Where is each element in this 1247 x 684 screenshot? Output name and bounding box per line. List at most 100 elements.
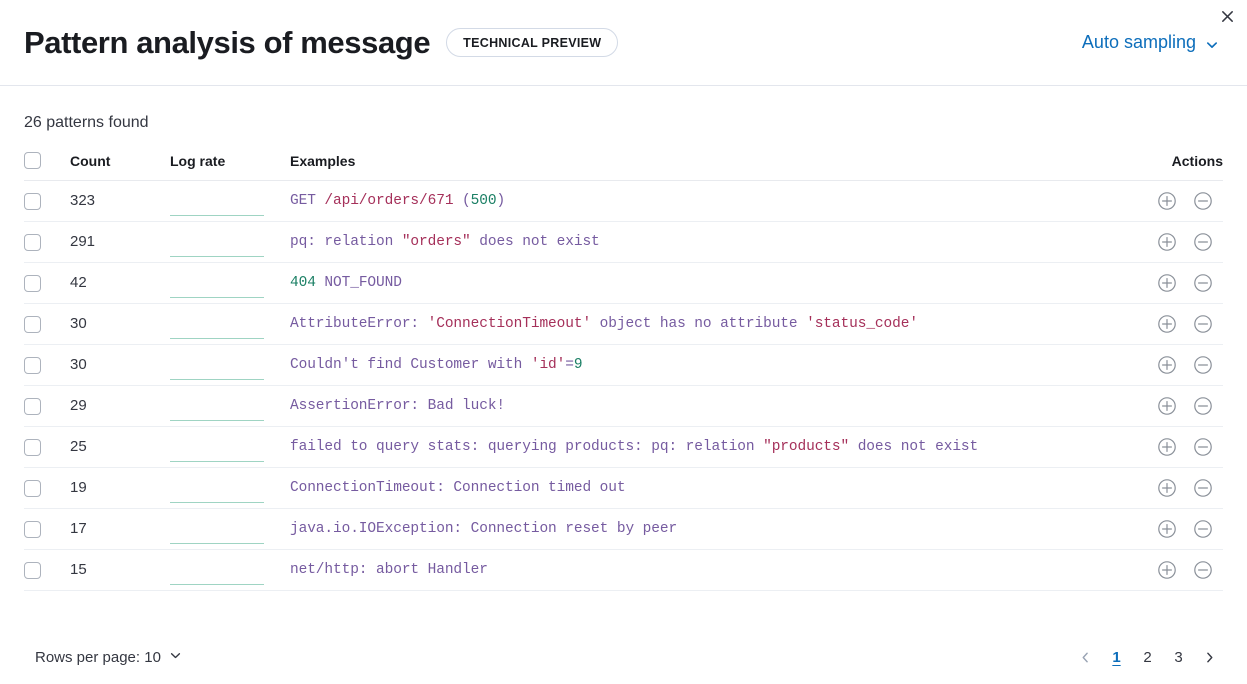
table-row[interactable]: 19 ConnectionTimeout: Connection timed ou… [24, 467, 1223, 509]
table-row[interactable]: 323 GET /api/orders/671 (500) [24, 180, 1223, 222]
log-rate-sparkline [170, 555, 264, 585]
pattern-example-text: GET /api/orders/671 (500) [290, 193, 1113, 209]
minus-in-circle-icon[interactable] [1193, 232, 1213, 252]
row-actions-cell [1113, 344, 1223, 386]
row-example-cell: 404 NOT_FOUND [290, 262, 1113, 304]
row-actions-cell [1113, 385, 1223, 427]
row-count-cell: 30 [70, 303, 170, 345]
plus-in-circle-icon[interactable] [1157, 314, 1177, 334]
table-row[interactable]: 42 404 NOT_FOUND [24, 262, 1223, 304]
row-checkbox[interactable] [24, 520, 41, 538]
pagination-page-2[interactable]: 2 [1143, 648, 1152, 666]
table-row[interactable]: 30 AttributeError: 'ConnectionTimeout' ob… [24, 303, 1223, 345]
row-log-rate-cell [170, 508, 290, 550]
column-header-examples[interactable]: Examples [290, 152, 1113, 181]
pattern-example-text: ConnectionTimeout: Connection timed out [290, 480, 1113, 496]
row-checkbox[interactable] [24, 315, 41, 333]
rows-per-page-selector[interactable]: Rows per page: 10 [24, 649, 182, 666]
sampling-selector[interactable]: Auto sampling [1082, 32, 1223, 53]
example-token: 'status_code' [806, 316, 918, 332]
row-count-value: 291 [70, 233, 96, 250]
minus-in-circle-icon[interactable] [1193, 437, 1213, 457]
row-count-value: 30 [70, 315, 87, 332]
row-checkbox[interactable] [24, 356, 41, 374]
plus-in-circle-icon[interactable] [1157, 396, 1177, 416]
minus-in-circle-icon[interactable] [1193, 560, 1213, 580]
example-token: "orders" [401, 234, 471, 250]
chevron-right-icon[interactable] [1196, 643, 1223, 671]
minus-in-circle-icon[interactable] [1193, 191, 1213, 211]
pagination-page-1[interactable]: 1 [1112, 648, 1121, 666]
row-count-value: 25 [70, 438, 87, 455]
row-checkbox[interactable] [24, 438, 41, 456]
row-checkbox[interactable] [24, 274, 41, 292]
row-actions-cell [1113, 262, 1223, 304]
row-count-cell: 17 [70, 508, 170, 550]
plus-in-circle-icon[interactable] [1157, 191, 1177, 211]
plus-in-circle-icon[interactable] [1157, 273, 1177, 293]
row-actions [1113, 560, 1223, 580]
row-log-rate-cell [170, 180, 290, 222]
row-actions [1113, 519, 1223, 539]
example-token: AttributeError: [290, 316, 428, 332]
row-count-cell: 291 [70, 221, 170, 263]
minus-in-circle-icon[interactable] [1193, 314, 1213, 334]
chevron-left-icon[interactable] [1072, 643, 1099, 671]
row-count-cell: 323 [70, 180, 170, 222]
row-checkbox[interactable] [24, 561, 41, 579]
row-log-rate-cell [170, 262, 290, 304]
plus-in-circle-icon[interactable] [1157, 560, 1177, 580]
minus-in-circle-icon[interactable] [1193, 273, 1213, 293]
rows-per-page-label: Rows per page: 10 [35, 648, 161, 666]
plus-in-circle-icon[interactable] [1157, 519, 1177, 539]
plus-in-circle-icon[interactable] [1157, 355, 1177, 375]
column-header-count[interactable]: Count [70, 152, 170, 181]
close-icon[interactable] [1213, 2, 1241, 30]
select-all-checkbox[interactable] [24, 152, 41, 169]
row-log-rate-cell [170, 426, 290, 468]
patterns-table: Count Log rate Examples Actions 323 GET /… [24, 152, 1223, 591]
example-token: ( [453, 193, 471, 209]
row-count-cell: 19 [70, 467, 170, 509]
page-title: Pattern analysis of message [24, 24, 431, 60]
row-log-rate-cell [170, 549, 290, 591]
table-header-row: Count Log rate Examples Actions [24, 152, 1223, 181]
log-rate-sparkline [170, 514, 264, 544]
row-select-cell [24, 385, 70, 427]
minus-in-circle-icon[interactable] [1193, 396, 1213, 416]
select-all-header [24, 152, 70, 181]
row-count-value: 42 [70, 274, 87, 291]
example-token: object has no attribute [591, 316, 807, 332]
log-rate-sparkline [170, 432, 264, 462]
row-checkbox[interactable] [24, 479, 41, 497]
example-token: 'ConnectionTimeout' [427, 316, 592, 332]
column-header-log-rate[interactable]: Log rate [170, 152, 290, 181]
pagination-page-3[interactable]: 3 [1174, 648, 1183, 666]
minus-in-circle-icon[interactable] [1193, 519, 1213, 539]
row-checkbox[interactable] [24, 233, 41, 251]
row-actions-cell [1113, 467, 1223, 509]
row-checkbox[interactable] [24, 397, 41, 415]
row-select-cell [24, 426, 70, 468]
table-footer: Rows per page: 10 1 2 3 [0, 630, 1247, 684]
row-count-cell: 42 [70, 262, 170, 304]
row-checkbox[interactable] [24, 192, 41, 210]
pagination: 1 2 3 [1072, 643, 1223, 671]
example-token: 404 [290, 275, 316, 291]
row-count-value: 30 [70, 356, 87, 373]
example-token: does not exist [470, 234, 600, 250]
plus-in-circle-icon[interactable] [1157, 232, 1177, 252]
minus-in-circle-icon[interactable] [1193, 478, 1213, 498]
minus-in-circle-icon[interactable] [1193, 355, 1213, 375]
chevron-down-icon [169, 649, 182, 666]
plus-in-circle-icon[interactable] [1157, 478, 1177, 498]
row-actions [1113, 437, 1223, 457]
plus-in-circle-icon[interactable] [1157, 437, 1177, 457]
log-rate-sparkline [170, 186, 264, 216]
